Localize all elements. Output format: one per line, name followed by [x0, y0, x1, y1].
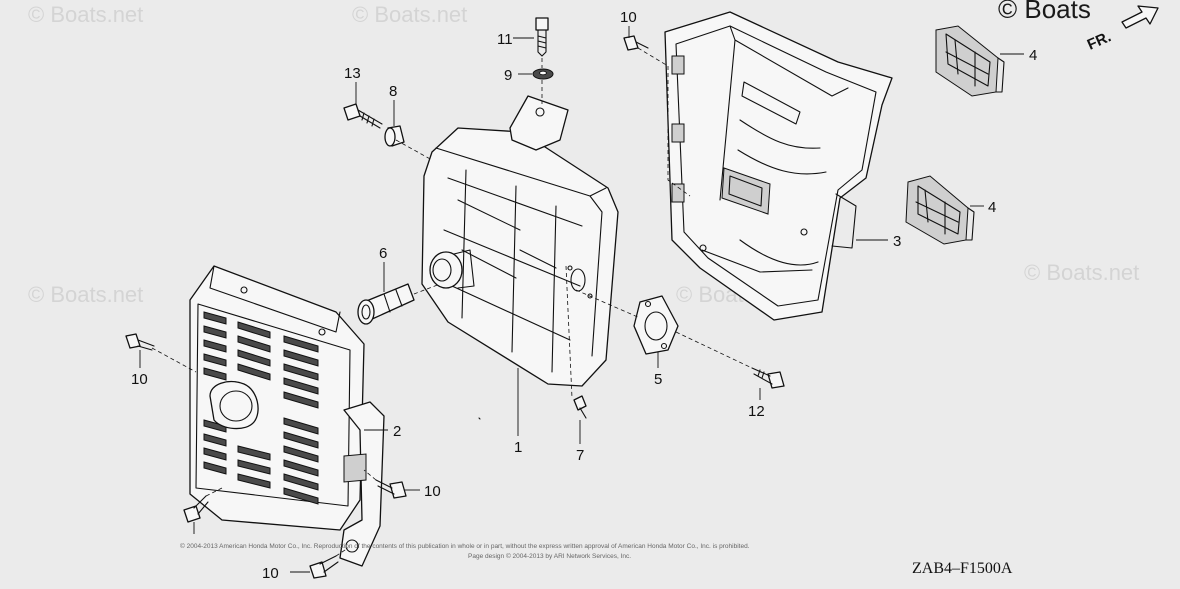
- bolt-part-13[interactable]: [343, 103, 383, 129]
- muffler-body-part-1[interactable]: [421, 95, 619, 387]
- front-direction-indicator: FR.: [1085, 5, 1159, 54]
- callout-7[interactable]: 7: [576, 447, 584, 464]
- spark-arrester-part-6[interactable]: [357, 283, 415, 325]
- callout-12[interactable]: 12: [748, 403, 765, 420]
- callout-10-top[interactable]: 10: [620, 9, 637, 26]
- callout-6[interactable]: 6: [379, 245, 387, 262]
- diagram-code: ZAB4–F1500A: [912, 560, 1013, 577]
- collar-part-8[interactable]: [384, 125, 405, 147]
- assembly-lines: [151, 47, 753, 557]
- bolt-part-10-left[interactable]: [125, 333, 155, 351]
- bolt-part-12[interactable]: [751, 367, 785, 389]
- callout-4-middle[interactable]: 4: [988, 199, 996, 216]
- copyright-line-2: Page design © 2004-2013 by ARI Network S…: [468, 552, 631, 560]
- callout-4-top[interactable]: 4: [1029, 47, 1037, 64]
- callout-3[interactable]: 3: [893, 233, 901, 250]
- protector-cap-part-4-middle[interactable]: [905, 175, 975, 245]
- front-arrow-icon: [1121, 5, 1159, 29]
- washer-part-9[interactable]: [532, 68, 554, 80]
- copyright-line-1: © 2004-2013 American Honda Motor Co., In…: [180, 542, 750, 550]
- leader-lines: [139, 26, 1024, 573]
- bolt-part-10-lower-left[interactable]: [183, 495, 209, 523]
- callout-13[interactable]: 13: [344, 65, 361, 82]
- callout-8[interactable]: 8: [389, 83, 397, 100]
- callout-11[interactable]: 11: [497, 31, 513, 48]
- bolt-part-10-bottom[interactable]: [309, 555, 339, 579]
- gasket-part-5[interactable]: [633, 295, 679, 355]
- callout-10-right[interactable]: 10: [424, 483, 441, 500]
- callout-10-bottom[interactable]: 10: [262, 565, 279, 582]
- bolt-part-10-right[interactable]: [375, 479, 407, 499]
- protector-cap-part-4-top[interactable]: [935, 25, 1005, 97]
- callout-9[interactable]: 9: [504, 67, 512, 84]
- callout-1[interactable]: 1: [514, 439, 522, 456]
- direction-label: FR.: [1085, 28, 1114, 53]
- callout-5[interactable]: 5: [654, 371, 662, 388]
- bolt-part-11[interactable]: [535, 17, 549, 57]
- callout-2[interactable]: 2: [393, 423, 401, 440]
- screw-part-7[interactable]: [573, 395, 587, 419]
- muffler-protector-part-3[interactable]: [664, 11, 893, 321]
- muffler-cover-part-2[interactable]: [189, 265, 385, 567]
- bolt-part-10-top[interactable]: [623, 35, 649, 51]
- callout-10-left[interactable]: 10: [131, 371, 148, 388]
- callouts: 11 9 13 8 10 4 4 3 6 5 12 10 2 1 7 10 10: [131, 9, 1037, 582]
- cover-louvers: [203, 311, 319, 505]
